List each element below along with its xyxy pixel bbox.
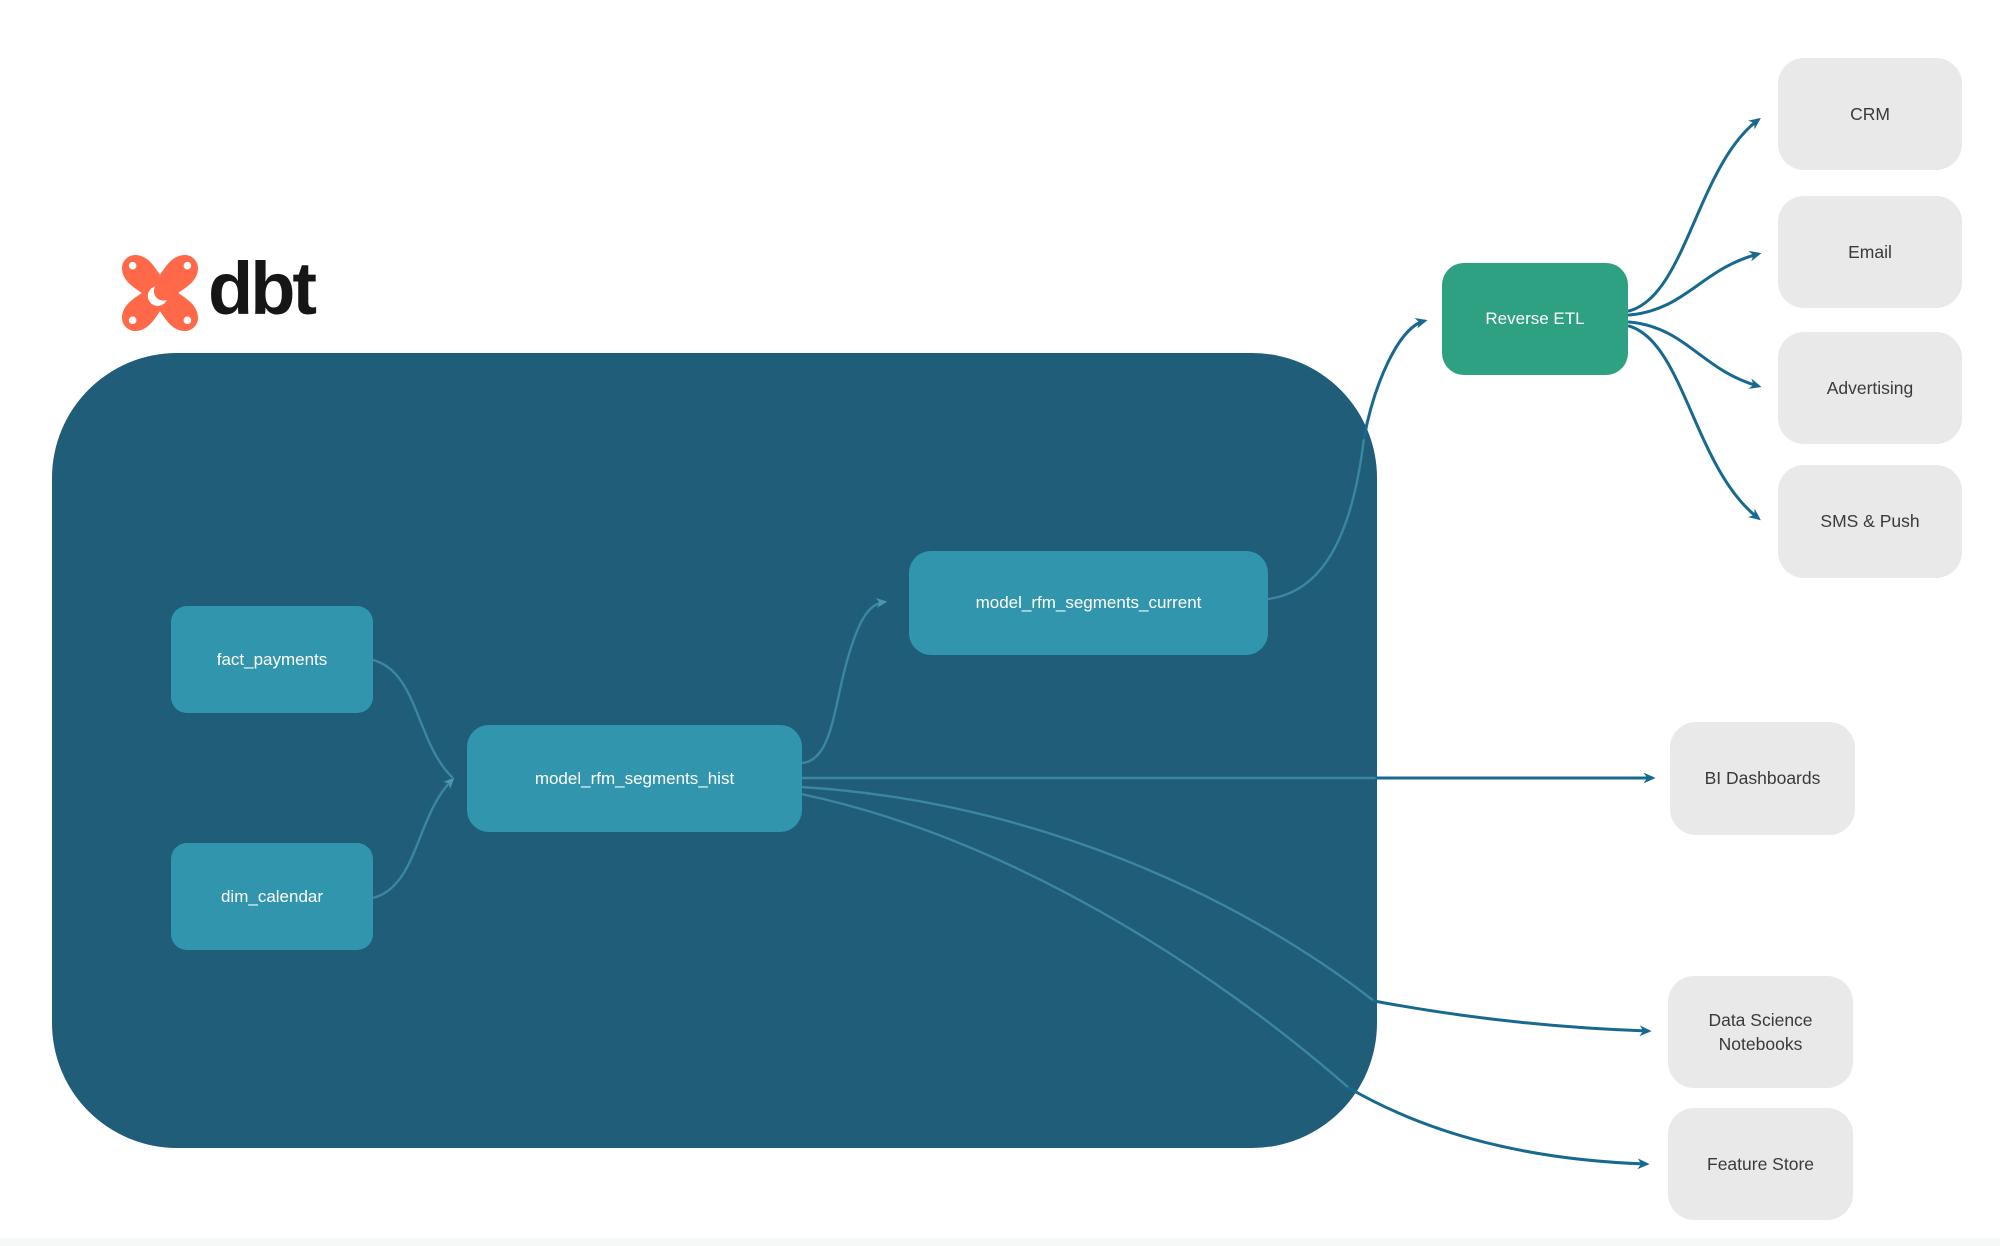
dest-advertising: Advertising xyxy=(1778,332,1962,444)
edge-reverse-etl-to-advertising xyxy=(1627,320,1762,389)
bottom-strip xyxy=(0,1238,2000,1246)
dest-data-science-notebooks: Data Science Notebooks xyxy=(1668,976,1853,1088)
node-dim-calendar: dim_calendar xyxy=(171,843,373,950)
edge-into-reverse-etl xyxy=(1362,317,1428,440)
node-fact-payments: fact_payments xyxy=(171,606,373,713)
dest-bi-dashboards-label: BI Dashboards xyxy=(1704,768,1821,789)
edge-reverse-etl-to-email xyxy=(1627,250,1762,317)
node-reverse-etl-label: Reverse ETL xyxy=(1485,309,1585,328)
dest-email: Email xyxy=(1778,196,1962,308)
node-fact-payments-label: fact_payments xyxy=(216,649,328,669)
dest-feature-store: Feature Store xyxy=(1668,1108,1853,1220)
edge-reverse-etl-to-sms-push xyxy=(1627,324,1761,521)
dbt-wordmark: dbt xyxy=(208,247,317,330)
dest-data-science-notebooks-label: Data Science Notebooks xyxy=(1708,1009,1813,1055)
edge-to-feature-store xyxy=(1347,1086,1650,1170)
dest-crm-label: CRM xyxy=(1850,103,1890,124)
edge-to-data-science-notebooks xyxy=(1372,999,1652,1037)
dest-feature-store-label: Feature Store xyxy=(1707,1153,1814,1174)
dest-crm: CRM xyxy=(1778,58,1962,170)
dest-bi-dashboards: BI Dashboards xyxy=(1670,722,1855,835)
node-dim-calendar-label: dim_calendar xyxy=(220,886,324,906)
node-model-rfm-segments-hist: model_rfm_segments_hist xyxy=(467,725,802,832)
dest-advertising-label: Advertising xyxy=(1826,377,1914,398)
dest-email-label: Email xyxy=(1848,241,1892,262)
node-reverse-etl: Reverse ETL xyxy=(1442,263,1628,375)
node-model-rfm-segments-current-label: model_rfm_segments_current xyxy=(975,593,1202,612)
dbt-logo: dbt xyxy=(122,247,317,334)
edge-reverse-etl-to-crm xyxy=(1627,117,1761,313)
dbt-logo-icon xyxy=(122,255,198,331)
dest-sms-push: SMS & Push xyxy=(1778,465,1962,578)
node-model-rfm-segments-current: model_rfm_segments_current xyxy=(909,551,1268,655)
node-model-rfm-segments-hist-label: model_rfm_segments_hist xyxy=(534,768,735,788)
dest-sms-push-label: SMS & Push xyxy=(1820,511,1920,532)
